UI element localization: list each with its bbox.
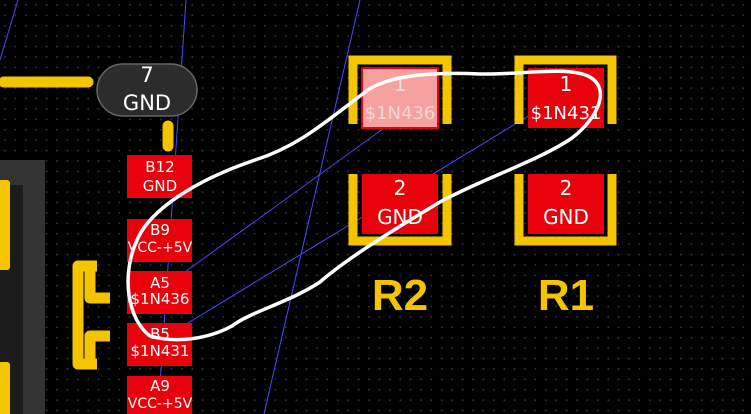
pad-number: A9: [150, 377, 170, 395]
designator-r2: R2: [372, 271, 428, 320]
pad-net: GND: [123, 91, 171, 115]
r2-silk-bottom: [348, 174, 452, 246]
r1-silk-bottom: [514, 174, 617, 246]
pad-net: $1N431: [131, 342, 190, 360]
designator-r1: R1: [538, 271, 594, 320]
pad-number: 7: [140, 63, 153, 87]
pad-net: VCC-+5V: [128, 240, 193, 256]
airwire: [0, 0, 19, 61]
pad-number: 2: [394, 176, 407, 200]
pad-net: GND: [143, 177, 177, 195]
pad-net: GND: [543, 205, 589, 229]
pad-net: $1N431: [531, 103, 602, 124]
component-r1[interactable]: 1 $1N431 2 GND R1: [514, 55, 617, 320]
pad-shape: [127, 323, 192, 366]
connector-shell-edge-low: [0, 362, 10, 414]
r1-silk-top: [514, 55, 617, 124]
pad-shape: [127, 155, 192, 198]
connector-body: [0, 76, 174, 414]
pad-number: 2: [560, 176, 573, 200]
component-r2[interactable]: 1 $1N436 2 GND R2: [348, 55, 452, 320]
pad-via-gnd[interactable]: 7 GND: [96, 63, 198, 117]
pad-r1-2[interactable]: 2 GND: [528, 174, 604, 234]
connector-shell-edge: [0, 180, 10, 270]
connector-bracket-silk: [72, 260, 110, 370]
pad-b12[interactable]: B12 GND: [127, 155, 192, 198]
pad-number: A5: [150, 274, 170, 292]
pad-a9[interactable]: A9 VCC-+5V: [127, 376, 193, 414]
pad-number: B12: [145, 158, 174, 176]
airwire: [263, 0, 361, 414]
pad-shape: [528, 174, 604, 234]
airwire: [159, 111, 536, 341]
pad-net: VCC-+5V: [128, 396, 193, 412]
pad-shape: [127, 271, 192, 314]
airwire: [159, 117, 399, 291]
pad-net: $1N436: [365, 103, 436, 124]
pad-a5[interactable]: A5 $1N436: [127, 271, 192, 314]
pad-b5[interactable]: B5 $1N431: [127, 323, 192, 366]
pad-shape: [362, 174, 438, 234]
pad-number: B9: [150, 221, 170, 239]
pad-number: 1: [560, 72, 573, 96]
via-pad-shape: [96, 63, 198, 117]
highlight-annotation-loop: [126, 69, 602, 342]
pad-shape: [127, 376, 192, 414]
r2-silk-top: [348, 55, 452, 124]
pad-net: $1N436: [131, 290, 190, 308]
